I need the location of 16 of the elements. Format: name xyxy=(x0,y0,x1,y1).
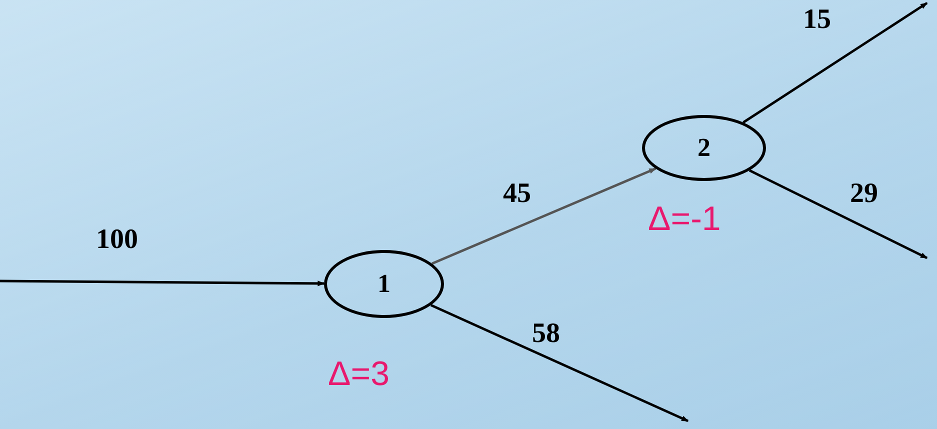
delta-label: Δ=-1 xyxy=(648,200,721,239)
arrow xyxy=(742,2,928,124)
arrow xyxy=(0,280,325,286)
delta-label: Δ=3 xyxy=(328,355,390,394)
edge-label: 45 xyxy=(503,178,531,210)
node-ellipse xyxy=(324,250,444,318)
node-number: 2 xyxy=(698,133,710,163)
arrow xyxy=(430,304,689,422)
node-ellipse xyxy=(642,115,766,181)
arrow xyxy=(432,167,656,265)
arrow xyxy=(748,169,928,260)
edge-label: 29 xyxy=(850,178,878,210)
edge-label: 58 xyxy=(532,318,560,350)
edge-label: 15 xyxy=(803,4,831,36)
node-number: 1 xyxy=(378,269,390,299)
edge-label: 100 xyxy=(96,224,138,256)
